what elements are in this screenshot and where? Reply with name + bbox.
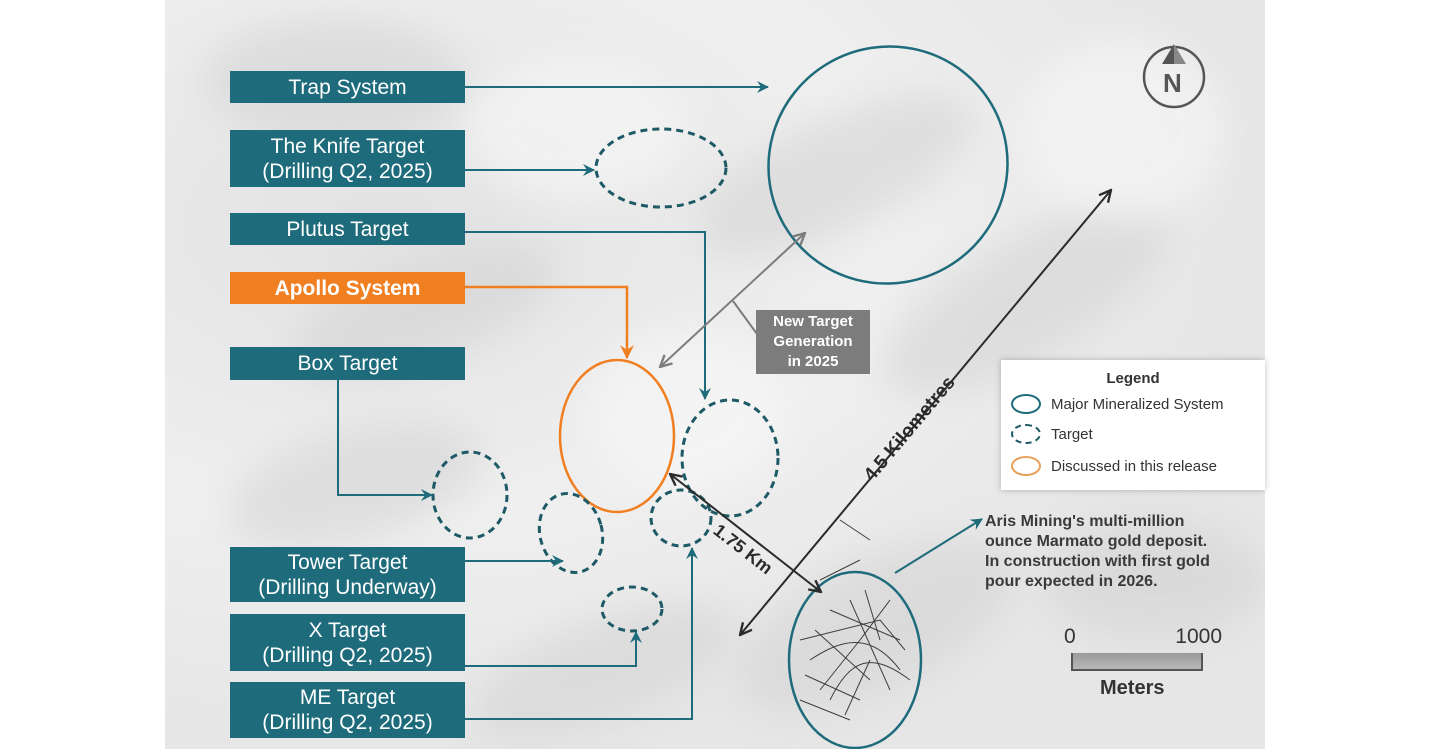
new-target-leader bbox=[732, 300, 758, 335]
note-line-1: Aris Mining's multi-million bbox=[985, 513, 1185, 530]
label-text: Box Target bbox=[297, 352, 398, 375]
marmato-deposit-circle bbox=[787, 570, 923, 749]
marmato-deposit-note: Aris Mining's multi-million ounce Marmat… bbox=[985, 512, 1255, 592]
north-letter: N bbox=[1163, 68, 1182, 98]
label-text: Tower Target bbox=[287, 550, 408, 574]
label-text: Trap System bbox=[288, 75, 407, 99]
knife-target-ellipse bbox=[594, 127, 728, 209]
scale-bar-graphic bbox=[1071, 653, 1203, 671]
legend-item-major: Major Mineralized System bbox=[1011, 392, 1224, 416]
label-apollo-system[interactable]: Apollo System bbox=[230, 272, 465, 304]
me-connector bbox=[465, 547, 698, 720]
legend-label: Target bbox=[1051, 425, 1093, 443]
note-line-2: ounce Marmato gold deposit. bbox=[985, 533, 1208, 550]
label-x-target[interactable]: X Target (Drilling Q2, 2025) bbox=[230, 614, 465, 671]
gen-line-1: New Target bbox=[773, 313, 853, 330]
label-trap-system[interactable]: Trap System bbox=[230, 71, 465, 103]
legend-item-target: Target bbox=[1011, 422, 1093, 446]
box-target-ellipse bbox=[431, 450, 509, 540]
label-me-target[interactable]: ME Target (Drilling Q2, 2025) bbox=[230, 682, 465, 738]
scale-max: 1000 bbox=[1175, 625, 1222, 648]
new-target-generation-box: New Target Generation in 2025 bbox=[756, 310, 870, 374]
label-text: Apollo System bbox=[274, 276, 421, 300]
label-knife-target[interactable]: The Knife Target (Drilling Q2, 2025) bbox=[230, 130, 465, 187]
legend-item-discussed: Discussed in this release bbox=[1011, 454, 1217, 478]
label-subtext: (Drilling Underway) bbox=[258, 575, 437, 599]
solid-teal-ellipse-icon bbox=[1011, 394, 1041, 414]
label-subtext: (Drilling Q2, 2025) bbox=[262, 643, 433, 667]
solid-orange-ellipse-icon bbox=[1011, 456, 1041, 476]
legend-label: Discussed in this release bbox=[1051, 457, 1217, 475]
label-box-target[interactable]: Box Target bbox=[230, 347, 465, 380]
box-connector bbox=[337, 380, 433, 501]
distance-1-75km-arrow bbox=[670, 474, 821, 592]
label-text: X Target bbox=[308, 618, 387, 642]
note-line-3: In construction with first gold bbox=[985, 553, 1210, 570]
legend-panel: Legend Major Mineralized System Target D… bbox=[1001, 360, 1265, 490]
gen-line-2: Generation bbox=[773, 333, 853, 350]
scale-unit: Meters bbox=[1100, 677, 1165, 699]
scale-bar: 0 1000 Meters bbox=[1060, 625, 1230, 705]
x-connector bbox=[465, 631, 642, 667]
note-line-4: pour expected in 2026. bbox=[985, 573, 1158, 590]
label-subtext: (Drilling Q2, 2025) bbox=[262, 711, 433, 734]
plutus-target-ellipse bbox=[680, 398, 780, 518]
deposit-connector bbox=[894, 518, 983, 574]
vein-traces bbox=[799, 519, 911, 721]
trap-system-ellipse bbox=[767, 45, 1009, 285]
tower-target-ellipse bbox=[537, 492, 605, 574]
gen-line-3: in 2025 bbox=[787, 353, 839, 370]
label-text: The Knife Target bbox=[270, 134, 425, 158]
label-subtext: (Drilling Q2, 2025) bbox=[262, 159, 433, 183]
x-target-ellipse bbox=[600, 585, 664, 633]
dashed-teal-ellipse-icon bbox=[1011, 424, 1041, 444]
legend-title: Legend bbox=[1106, 370, 1160, 387]
scale-min: 0 bbox=[1064, 625, 1076, 648]
apollo-system-ellipse[interactable] bbox=[558, 358, 676, 514]
label-text: ME Target bbox=[299, 686, 396, 709]
label-plutus-target[interactable]: Plutus Target bbox=[230, 213, 465, 245]
label-tower-target[interactable]: Tower Target (Drilling Underway) bbox=[230, 547, 465, 602]
apollo-connector bbox=[465, 285, 634, 360]
label-text: Plutus Target bbox=[286, 217, 409, 241]
north-arrow-icon bbox=[1142, 44, 1206, 109]
legend-label: Major Mineralized System bbox=[1051, 395, 1224, 413]
